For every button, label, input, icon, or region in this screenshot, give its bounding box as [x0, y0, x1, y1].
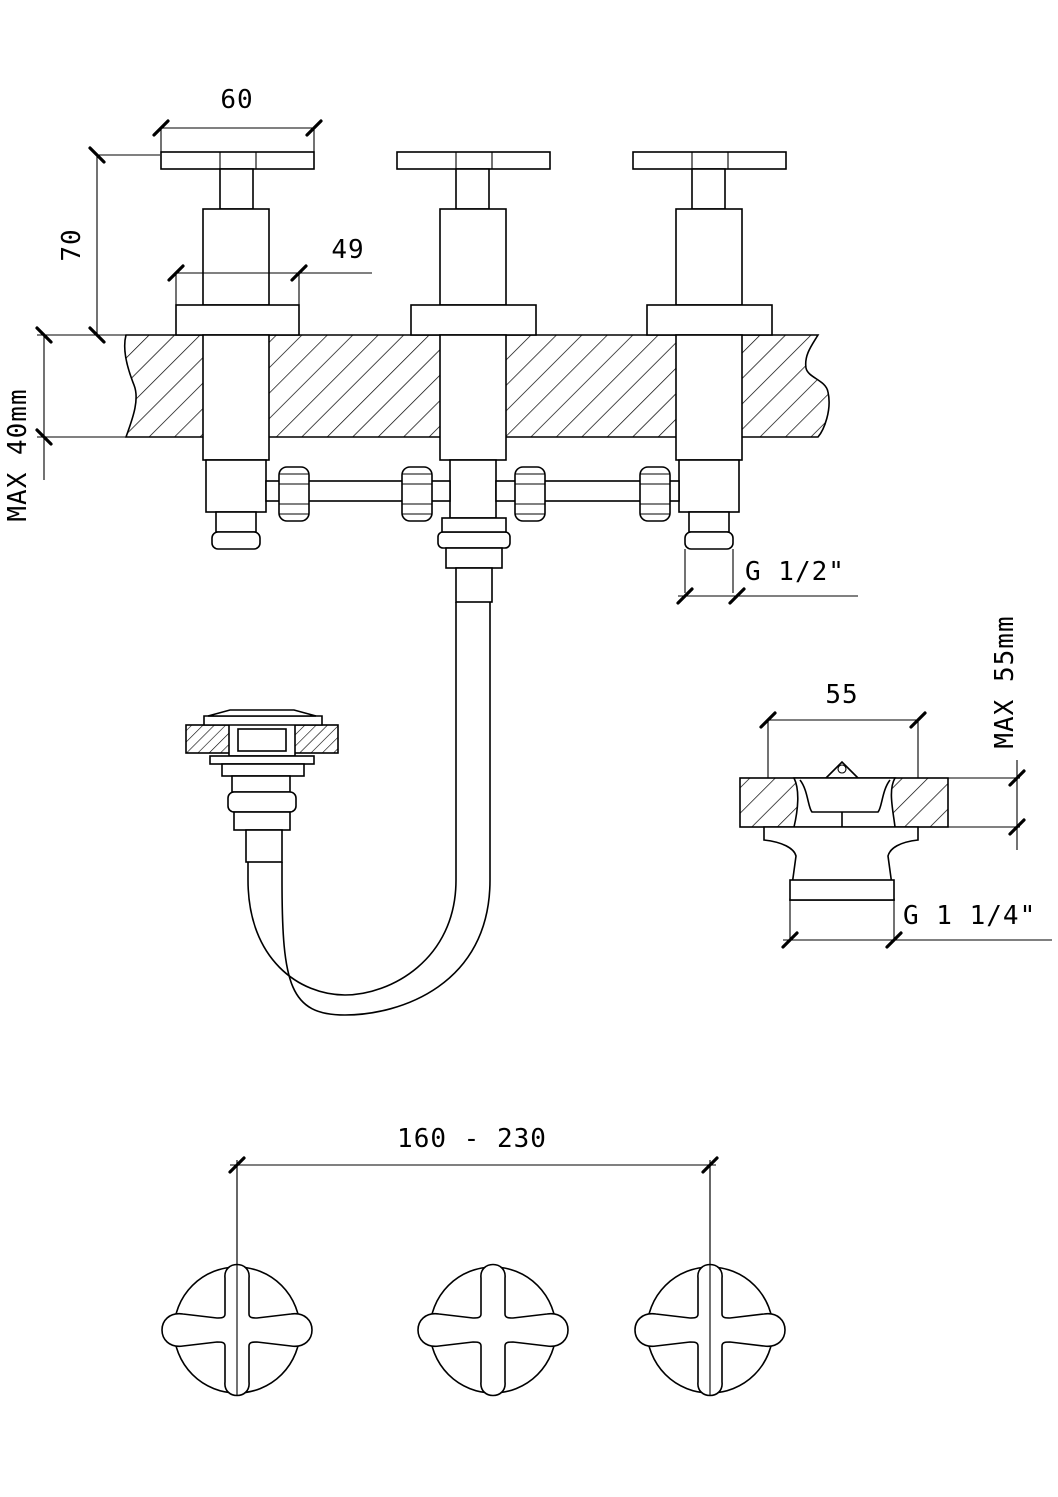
valve-right	[632, 151, 787, 593]
dim-waste-thread: G 1 1/4"	[903, 901, 1036, 931]
top-view-handles	[161, 1160, 786, 1397]
dim-spacing-range: 160 - 230	[397, 1124, 547, 1154]
outlet-hose	[247, 517, 511, 1016]
dim-handle-width: 60	[220, 85, 253, 115]
popup-waste-detail	[739, 760, 949, 940]
connecting-pipes	[265, 466, 680, 522]
dim-waste-width: 55	[825, 680, 858, 710]
popup-waste-small	[185, 709, 339, 863]
valve-left	[160, 151, 315, 550]
dim-flange-width: 49	[331, 235, 364, 265]
dim-inlet-thread: G 1/2"	[745, 557, 845, 587]
dim-max-basin-thickness: MAX 40mm	[3, 388, 33, 521]
dim-handle-height: 70	[57, 228, 87, 261]
handle-center	[417, 1263, 569, 1397]
dim-max-waste-thickness: MAX 55mm	[990, 615, 1020, 748]
dimension-lines	[35, 119, 1052, 1330]
valve-center	[396, 151, 551, 519]
